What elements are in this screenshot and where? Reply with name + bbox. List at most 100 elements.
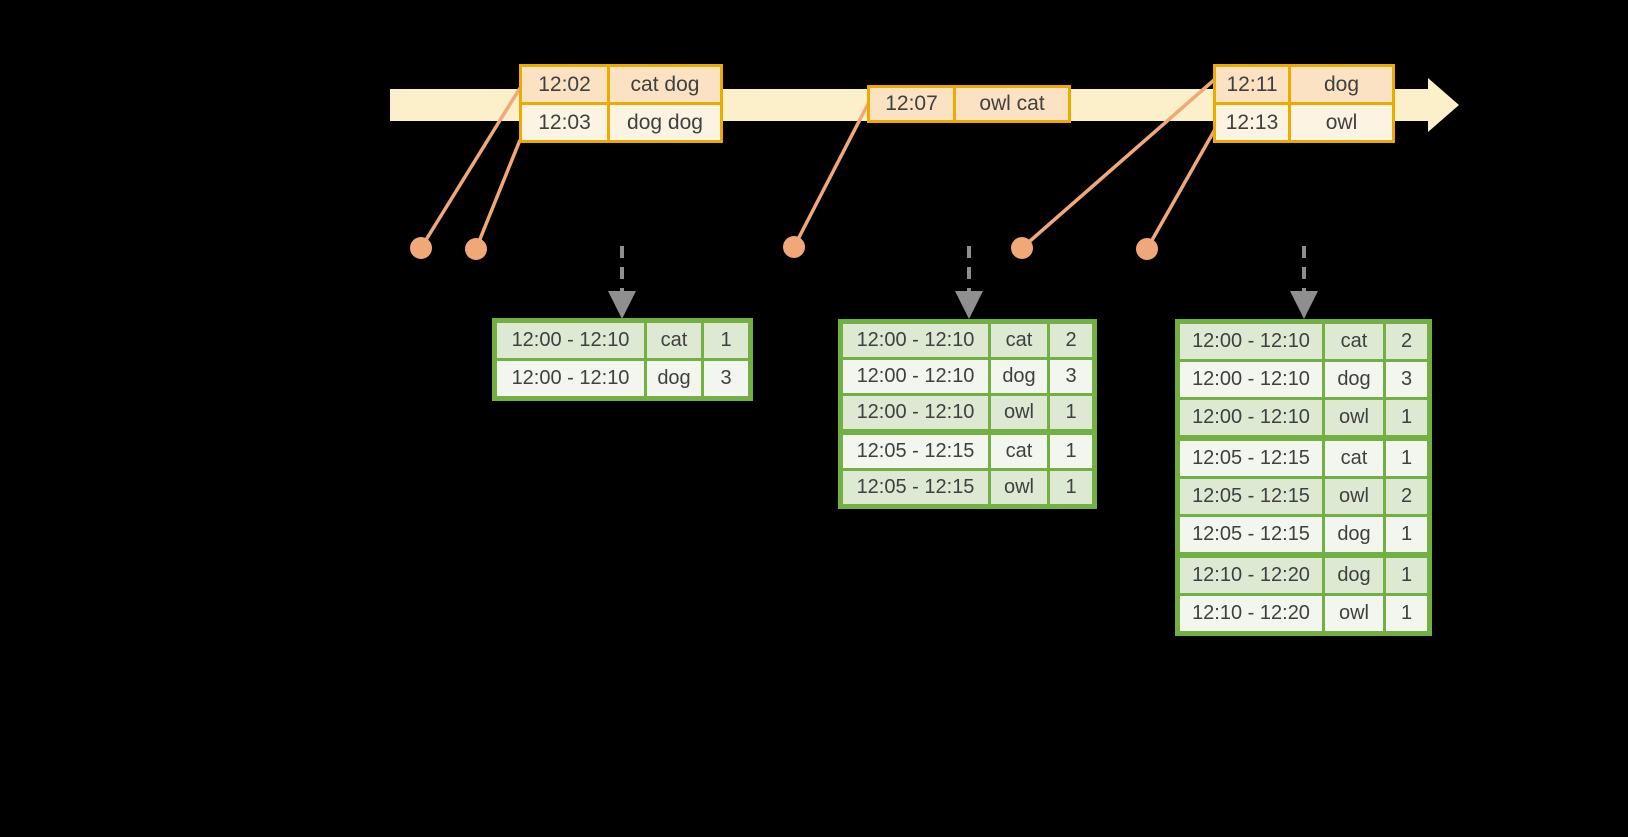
event-connector-line <box>1145 123 1220 250</box>
window-cell: 12:00 - 12:10 <box>497 361 644 396</box>
word-cell: owl <box>991 471 1047 504</box>
table-row: 12:05 - 12:15 cat 1 <box>843 435 1092 468</box>
window-cell: 12:00 - 12:10 <box>497 323 644 358</box>
window-cell: 12:05 - 12:15 <box>1180 517 1322 552</box>
table-row: 12:00 - 12:10 cat 1 <box>497 323 748 358</box>
trigger-arrowhead-icon <box>1290 291 1318 319</box>
count-cell: 1 <box>1050 471 1092 504</box>
event-connector-lines <box>419 78 1220 250</box>
event-dot <box>1011 237 1033 259</box>
count-cell: 2 <box>1386 324 1427 359</box>
event-time: 12:11 <box>1216 67 1288 102</box>
word-cell: cat <box>991 435 1047 468</box>
count-cell: 3 <box>1386 362 1427 397</box>
trigger-arrow-heads <box>608 291 1318 319</box>
count-cell: 1 <box>1386 441 1427 476</box>
table-row: 12:10 - 12:20 dog 1 <box>1180 558 1427 593</box>
window-cell: 12:05 - 12:15 <box>1180 479 1322 514</box>
word-cell: dog <box>991 360 1047 393</box>
event-connector-line <box>1020 78 1216 250</box>
trigger-arrowhead-icon <box>608 291 636 319</box>
count-cell: 2 <box>1386 479 1427 514</box>
table-row: 12:05 - 12:15 cat 1 <box>1180 441 1427 476</box>
window-cell: 12:05 - 12:15 <box>1180 441 1322 476</box>
event-words: dog <box>1291 67 1392 102</box>
count-cell: 1 <box>1050 435 1092 468</box>
event-box-3: 12:11 dog 12:13 owl <box>1213 64 1395 143</box>
event-row: 12:11 dog <box>1216 67 1392 102</box>
event-words: owl <box>1291 105 1392 140</box>
word-cell: cat <box>991 324 1047 357</box>
word-cell: owl <box>1325 596 1383 631</box>
event-row: 12:13 owl <box>1216 105 1392 140</box>
window-cell: 12:10 - 12:20 <box>1180 558 1322 593</box>
event-dot <box>1136 238 1158 260</box>
window-cell: 12:00 - 12:10 <box>1180 400 1322 435</box>
event-row: 12:07 owl cat <box>870 88 1068 120</box>
event-time: 12:02 <box>522 67 607 102</box>
word-cell: owl <box>1325 400 1383 435</box>
count-cell: 1 <box>1386 517 1427 552</box>
window-cell: 12:00 - 12:10 <box>843 324 988 357</box>
result-table-3: 12:00 - 12:10 cat 2 12:00 - 12:10 dog 3 … <box>1175 319 1432 636</box>
count-cell: 3 <box>704 361 748 396</box>
event-dots <box>410 236 1158 260</box>
table-row: 12:00 - 12:10 dog 3 <box>497 361 748 396</box>
count-cell: 1 <box>704 323 748 358</box>
word-cell: cat <box>1325 324 1383 359</box>
event-time: 12:13 <box>1216 105 1288 140</box>
event-box-2: 12:07 owl cat <box>867 85 1071 123</box>
event-row: 12:02 cat dog <box>522 67 720 102</box>
table-row: 12:00 - 12:10 dog 3 <box>843 360 1092 393</box>
word-cell: dog <box>1325 362 1383 397</box>
word-cell: dog <box>1325 517 1383 552</box>
event-time: 12:07 <box>870 88 953 120</box>
count-cell: 1 <box>1386 596 1427 631</box>
event-box-1: 12:02 cat dog 12:03 dog dog <box>519 64 723 143</box>
event-row: 12:03 dog dog <box>522 105 720 140</box>
event-dot <box>465 238 487 260</box>
table-row: 12:05 - 12:15 owl 1 <box>843 471 1092 504</box>
word-cell: dog <box>1325 558 1383 593</box>
count-cell: 1 <box>1050 396 1092 429</box>
word-cell: cat <box>647 323 701 358</box>
count-cell: 1 <box>1386 400 1427 435</box>
window-cell: 12:00 - 12:10 <box>843 396 988 429</box>
table-row: 12:00 - 12:10 cat 2 <box>1180 324 1427 359</box>
window-cell: 12:00 - 12:10 <box>843 360 988 393</box>
table-row: 12:00 - 12:10 owl 1 <box>843 396 1092 429</box>
event-connector-line <box>419 87 522 249</box>
event-connector-line <box>474 139 522 250</box>
timeline-arrowhead-icon <box>1428 78 1459 132</box>
event-words: owl cat <box>956 88 1068 120</box>
table-row: 12:00 - 12:10 owl 1 <box>1180 400 1427 435</box>
table-row: 12:10 - 12:20 owl 1 <box>1180 596 1427 631</box>
count-cell: 1 <box>1386 558 1427 593</box>
trigger-arrowhead-icon <box>955 291 983 319</box>
result-table-2: 12:00 - 12:10 cat 2 12:00 - 12:10 dog 3 … <box>838 319 1097 509</box>
event-time: 12:03 <box>522 105 607 140</box>
event-words: cat dog <box>610 67 720 102</box>
window-cell: 12:10 - 12:20 <box>1180 596 1322 631</box>
word-cell: dog <box>647 361 701 396</box>
window-cell: 12:05 - 12:15 <box>843 435 988 468</box>
table-row: 12:05 - 12:15 dog 1 <box>1180 517 1427 552</box>
event-dot <box>410 237 432 259</box>
trigger-arrow-shafts <box>620 246 1306 293</box>
word-cell: owl <box>991 396 1047 429</box>
word-cell: cat <box>1325 441 1383 476</box>
event-words: dog dog <box>610 105 720 140</box>
count-cell: 2 <box>1050 324 1092 357</box>
window-cell: 12:00 - 12:10 <box>1180 324 1322 359</box>
event-dot <box>783 236 805 258</box>
table-row: 12:00 - 12:10 cat 2 <box>843 324 1092 357</box>
word-cell: owl <box>1325 479 1383 514</box>
window-cell: 12:05 - 12:15 <box>843 471 988 504</box>
count-cell: 3 <box>1050 360 1092 393</box>
event-connector-line <box>792 103 870 248</box>
table-row: 12:05 - 12:15 owl 2 <box>1180 479 1427 514</box>
window-cell: 12:00 - 12:10 <box>1180 362 1322 397</box>
table-row: 12:00 - 12:10 dog 3 <box>1180 362 1427 397</box>
